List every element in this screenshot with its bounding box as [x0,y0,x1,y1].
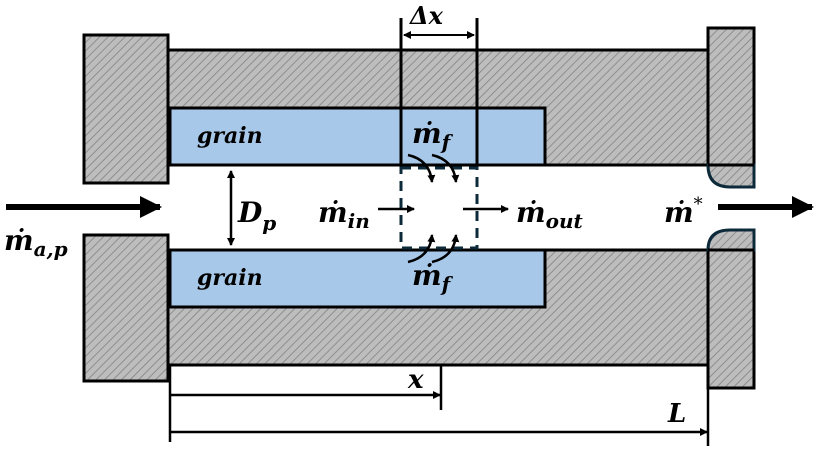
grain-top [168,106,547,167]
fuel-flux-arrows [407,153,460,264]
mdot-star-label: ṁ* [664,194,703,229]
nozzle-throat-top [706,163,756,189]
mdot-f-top-label: ṁf [412,117,454,154]
delta-x-dimension [399,18,479,168]
grain-bottom [168,248,547,309]
grain-top-label: grain [197,123,263,149]
nozzle-flange-top [706,26,756,167]
mdot-out-label: ṁout [516,196,584,233]
mdot-f-bottom-label: ṁf [412,259,454,296]
mdot-in-label: ṁin [318,196,370,233]
delta-x-label: Δx [409,1,444,30]
x-label: x [407,365,424,395]
nozzle-flange-bottom [706,248,756,390]
L-label: L [667,399,686,429]
grain-bottom-label: grain [197,265,263,291]
injector-flange-bottom [82,233,170,383]
length-dimensions [168,365,710,446]
nozzle-throat-bottom [706,228,756,252]
dp-label: Dp [237,196,276,235]
mdot-ap-label: ṁa,p [4,224,68,261]
injector-flange-top [82,33,170,185]
